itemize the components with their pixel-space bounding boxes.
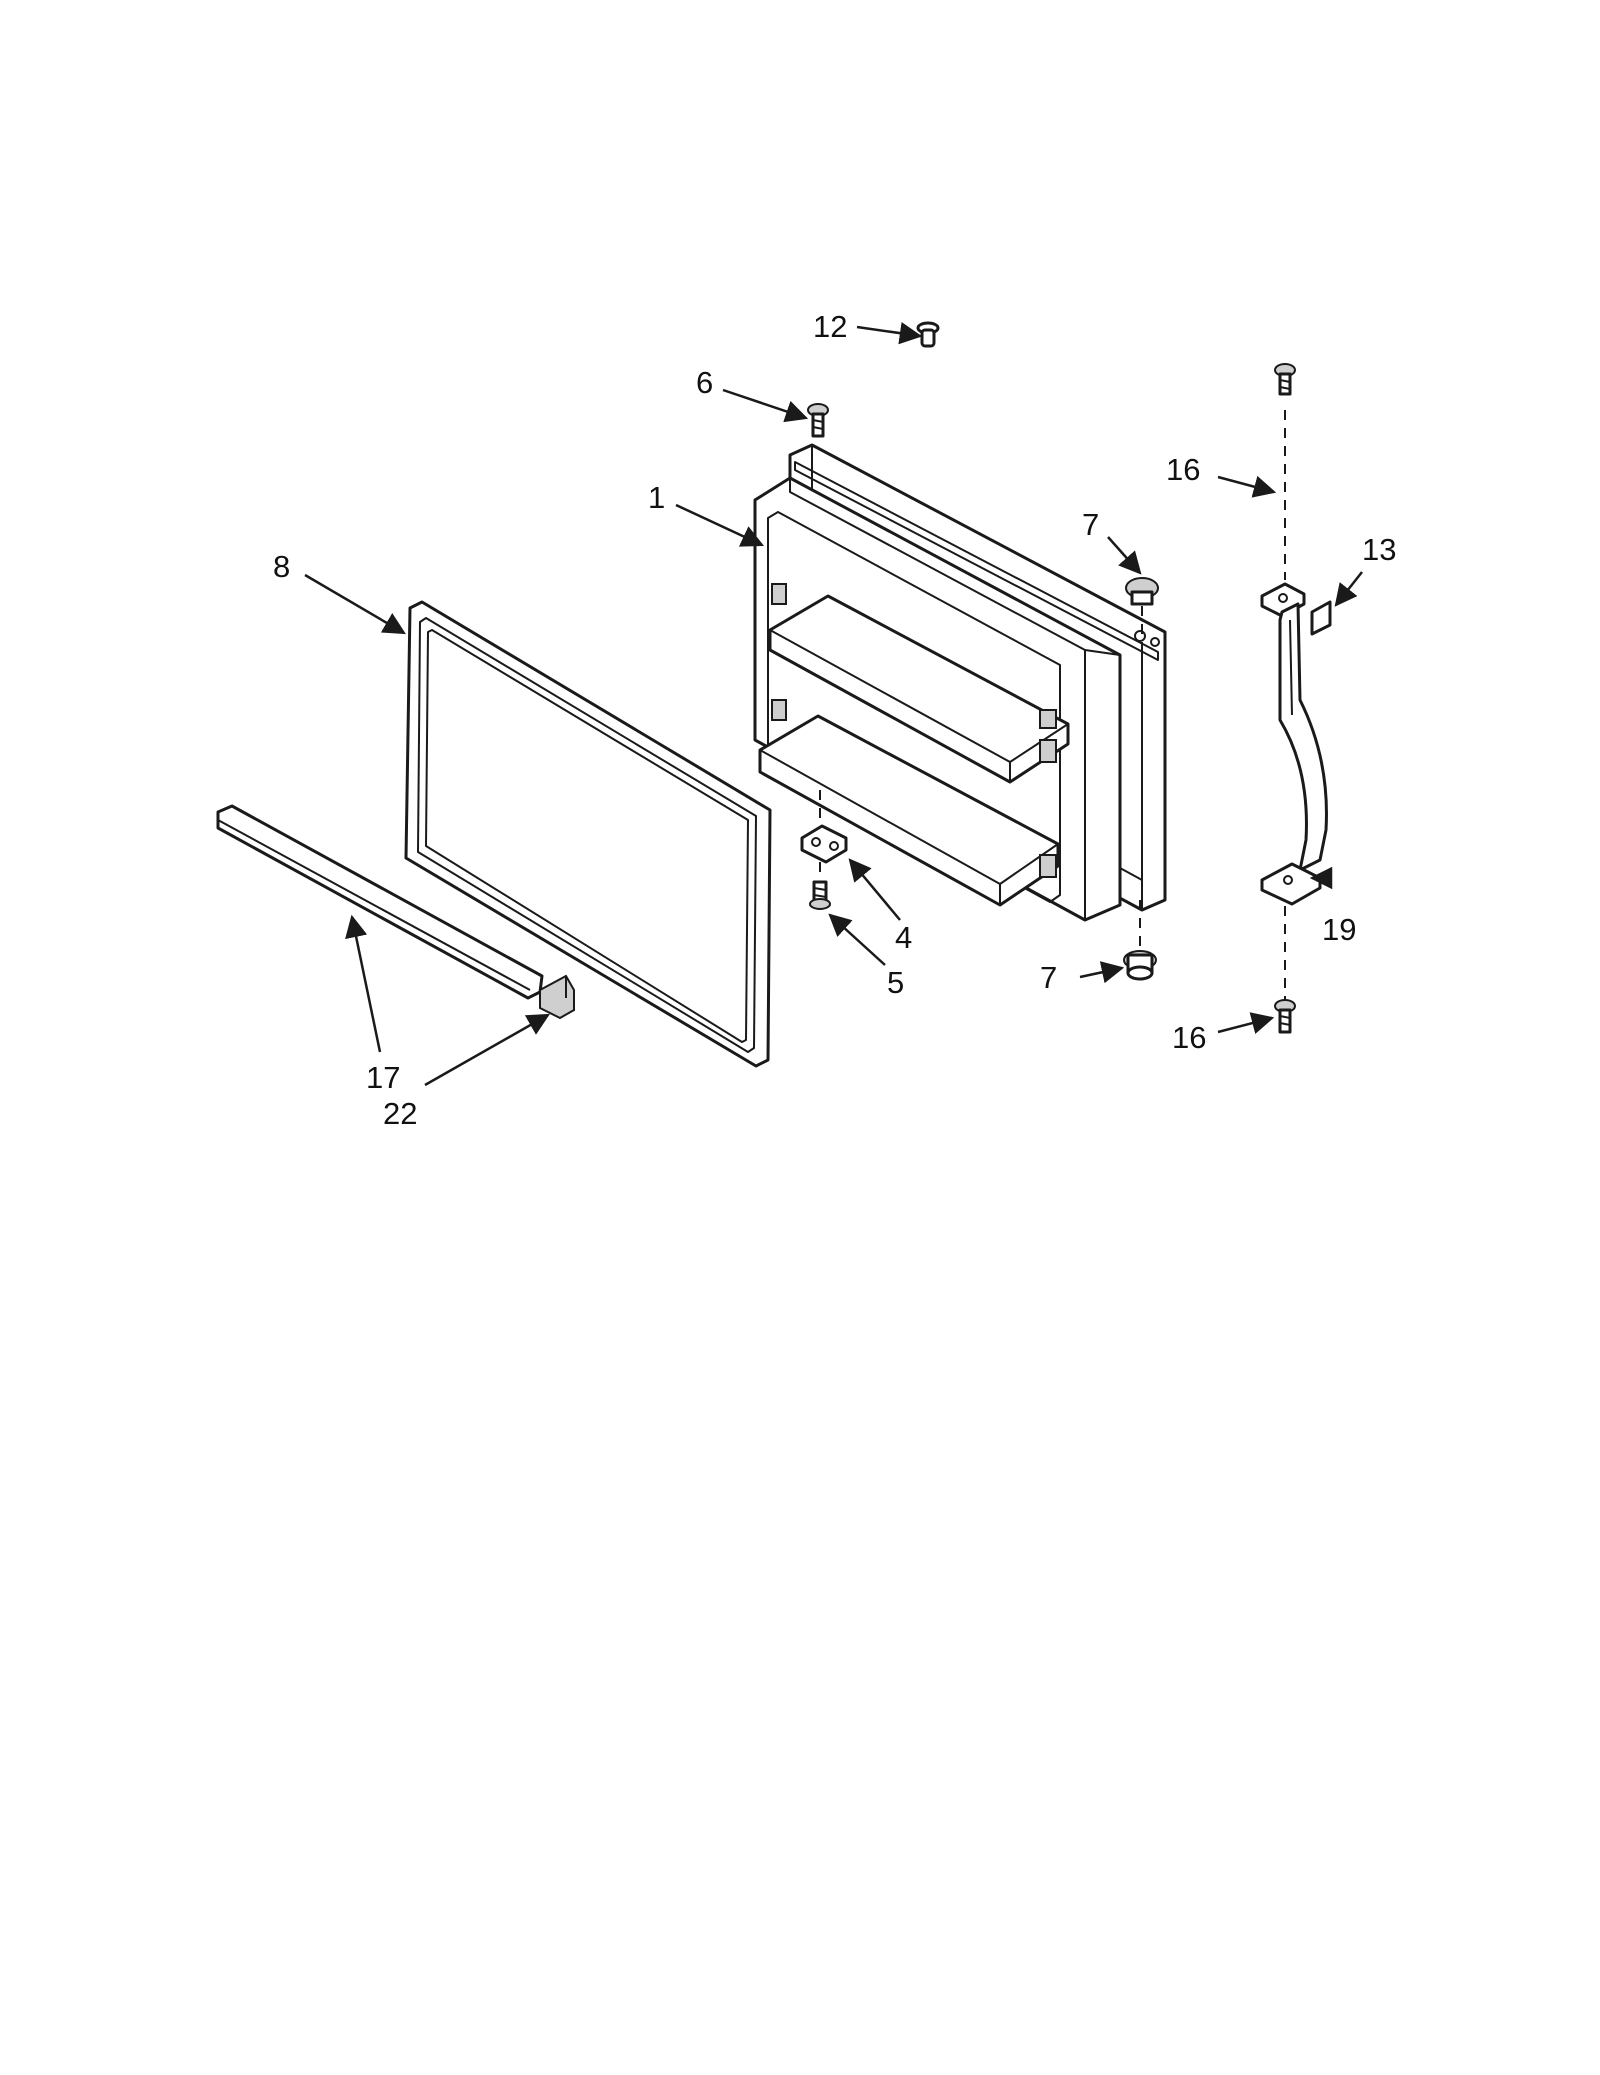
handle-screw-top	[1274, 363, 1296, 580]
callout-17: 17	[366, 1060, 400, 1095]
callout-8: 8	[273, 549, 290, 584]
trim-end-cap	[539, 974, 575, 1020]
callout-19: 19	[1322, 912, 1356, 947]
callout-5: 5	[887, 965, 904, 1000]
callout-7-top: 7	[1082, 507, 1099, 542]
freezer-door	[753, 443, 1167, 922]
plug-button	[916, 321, 940, 348]
door-gasket	[404, 600, 772, 1068]
plug-top	[1125, 577, 1160, 647]
callout-22: 22	[383, 1096, 417, 1131]
callout-16-bottom: 16	[1172, 1020, 1206, 1055]
top-screw	[807, 403, 829, 438]
hinge-screw	[809, 862, 831, 910]
leader-lines	[304, 321, 1363, 1087]
door-hinge	[800, 790, 848, 864]
callout-7-bottom: 7	[1040, 960, 1057, 995]
callout-16-top: 16	[1166, 452, 1200, 487]
door-handle	[1260, 582, 1328, 906]
plug-bottom	[1123, 900, 1157, 981]
handle-screw-bottom	[1274, 906, 1296, 1034]
callout-13: 13	[1362, 532, 1396, 567]
handle-insert	[1310, 600, 1332, 636]
callout-12: 12	[813, 309, 847, 344]
callout-1: 1	[648, 480, 665, 515]
callout-6: 6	[696, 365, 713, 400]
callout-4: 4	[895, 920, 912, 955]
